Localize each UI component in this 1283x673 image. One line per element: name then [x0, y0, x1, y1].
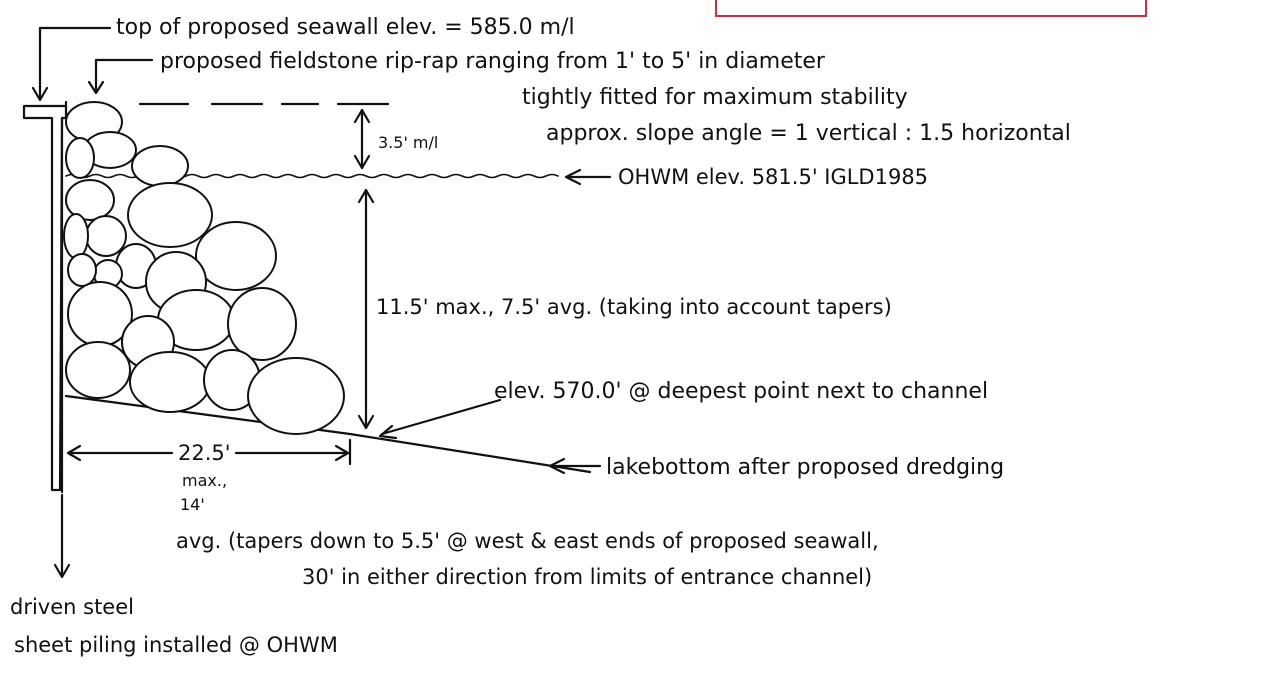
rock [65, 137, 95, 179]
rock [65, 341, 131, 399]
height-dim-arrow-top [357, 188, 375, 204]
rock [63, 213, 89, 259]
lakebottom-label: lakebottom after proposed dredging [606, 455, 1004, 480]
piling-label-line2: sheet piling installed @ OHWM [14, 633, 338, 657]
rock [129, 351, 211, 413]
width-max-word: max., [182, 471, 227, 490]
seawall-top-leader [38, 26, 112, 100]
rock [67, 253, 97, 287]
riprap-label-line2: tightly fitted for maximum stability [522, 85, 908, 110]
width-dim-arrow-right [334, 444, 350, 462]
rock [195, 221, 277, 291]
rock [85, 215, 127, 257]
rock [227, 287, 297, 361]
rock [127, 182, 213, 248]
height-dimension-label: 11.5' max., 7.5' avg. (taking into accou… [376, 295, 892, 319]
seawall-top-label: top of proposed seawall elev. = 585.0 m/… [116, 15, 575, 40]
deepest-point-leader [380, 398, 502, 436]
piling-label-line1: driven steel [10, 595, 134, 619]
riprap-label-line1: proposed fieldstone rip-rap ranging from… [160, 49, 826, 74]
ohwm-leader-arrowhead [564, 168, 582, 186]
height-dim-arrow-bottom [357, 414, 375, 430]
deepest-point-arrowhead [378, 424, 398, 440]
lakebottom-arrowhead [548, 457, 566, 475]
ohwm-label: OHWM elev. 581.5' IGLD1985 [618, 165, 928, 189]
upper-dim-arrow-top [353, 108, 371, 124]
slope-label: approx. slope angle = 1 vertical : 1.5 h… [546, 121, 1071, 146]
upper-dim-arrow-bottom [353, 154, 371, 170]
rock [247, 357, 345, 435]
sheet-piling-wall [22, 100, 68, 492]
rock [131, 145, 189, 187]
width-dim-arrow-left [66, 444, 82, 462]
avg-label-line2: 30' in either direction from limits of e… [302, 565, 872, 589]
width-avg-value: 14' [180, 495, 205, 514]
riprap-rocks [63, 101, 345, 435]
red-outline-box [715, 0, 1147, 17]
deepest-point-label: elev. 570.0' @ deepest point next to cha… [494, 379, 988, 404]
seawall-top-leader-arrowhead [31, 86, 49, 102]
rock [65, 179, 115, 221]
upper-dimension-label: 3.5' m/l [378, 133, 438, 152]
avg-label-line1: avg. (tapers down to 5.5' @ west & east … [176, 529, 879, 553]
riprap-leader [94, 58, 154, 92]
piling-leader-arrowhead [53, 563, 71, 579]
riprap-leader-arrowhead [87, 80, 105, 95]
width-max-value: 22.5' [178, 441, 231, 465]
